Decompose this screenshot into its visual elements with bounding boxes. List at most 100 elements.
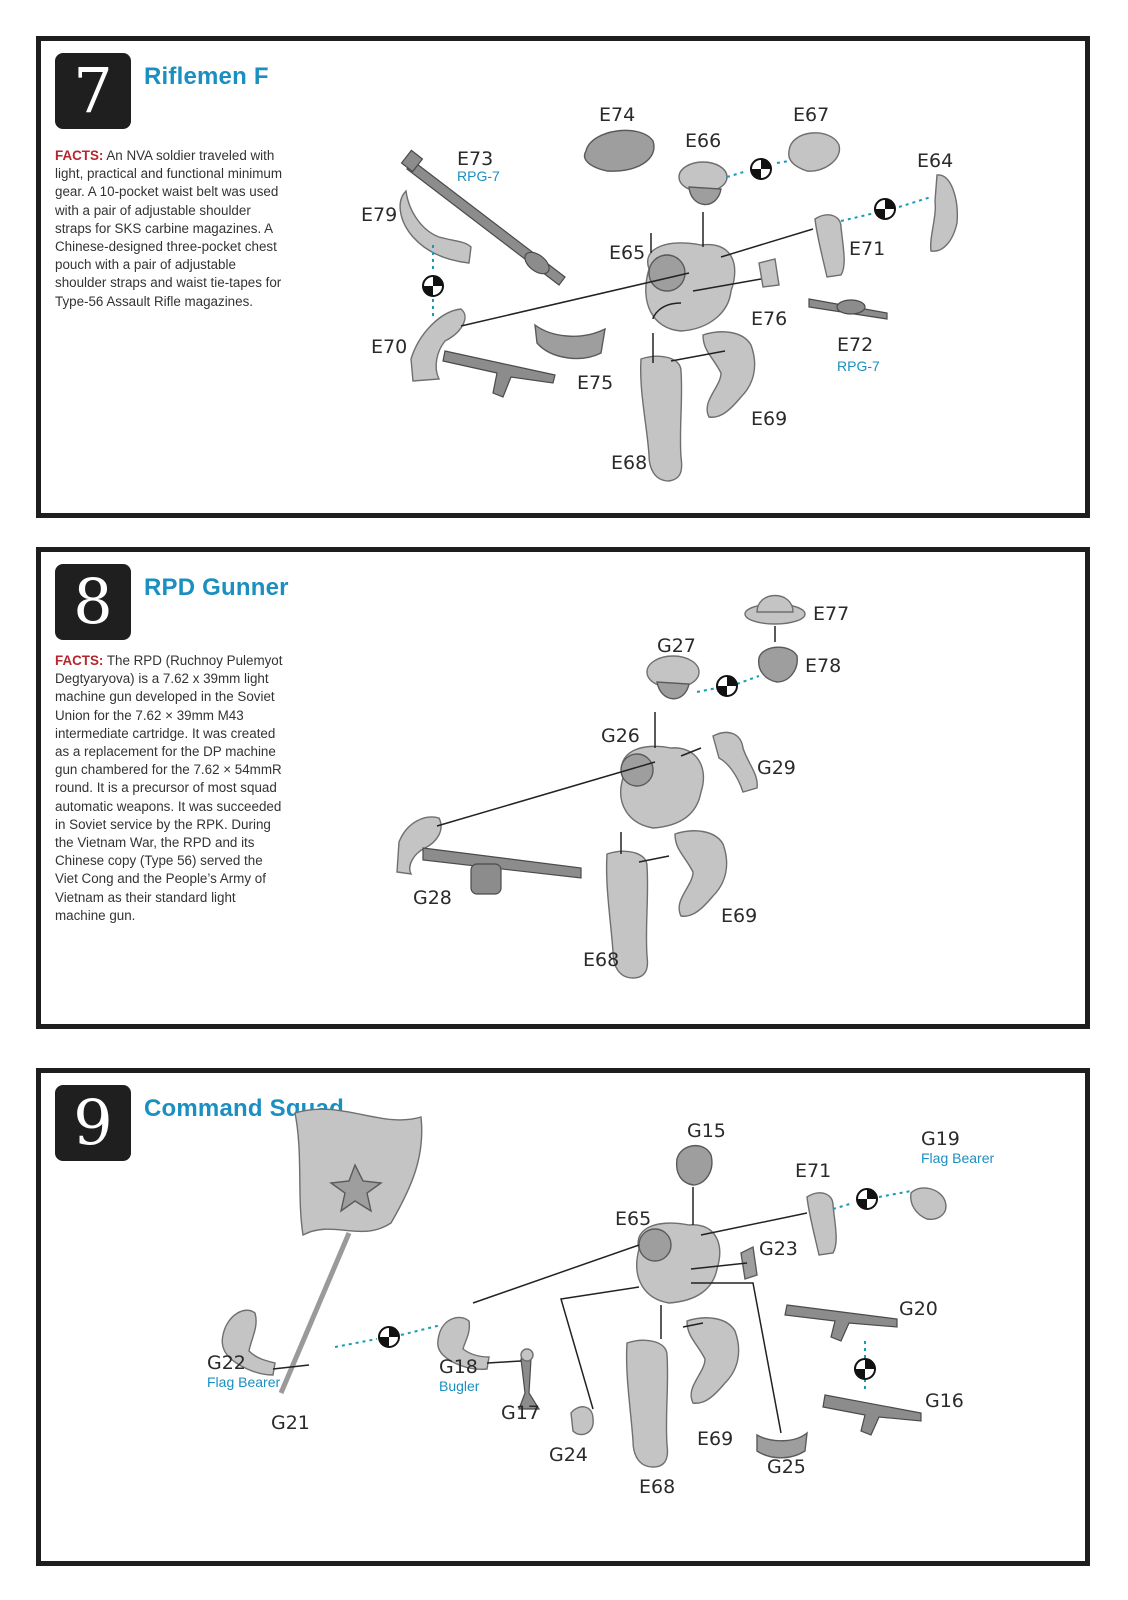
part-label: G26 [601, 725, 640, 747]
part-sublabel: RPG-7 [837, 358, 880, 374]
part-label: G25 [767, 1456, 806, 1478]
part-flag-g21 [278, 1108, 423, 1394]
part-rpd-gun [422, 847, 582, 895]
part-label: E68 [611, 452, 647, 474]
part-head-g15 [675, 1145, 713, 1186]
facts-text: FACTS: An NVA soldier traveled with ligh… [55, 147, 287, 311]
part-sublabel: Flag Bearer [207, 1374, 280, 1390]
part-label: G18 [439, 1356, 478, 1378]
part-label: E70 [371, 336, 407, 358]
part-label: G22 [207, 1352, 246, 1374]
step-8-panel: 8 RPD Gunner FACTS: The RPD (Ruchnoy Pul… [36, 547, 1090, 1029]
part-arm-e71 [814, 214, 845, 278]
facts-body: The RPD (Ruchnoy Pulemyot Degtyaryova) i… [55, 653, 283, 923]
part-arm-e71 [806, 1192, 837, 1256]
part-rifle-g16 [822, 1394, 922, 1436]
part-label: E68 [639, 1476, 675, 1498]
part-belt-g25 [756, 1431, 808, 1459]
facts-label: FACTS: [55, 148, 104, 163]
part-label: E72 [837, 334, 873, 356]
part-e67 [788, 132, 841, 172]
part-label: G28 [413, 887, 452, 909]
part-label: E68 [583, 949, 619, 971]
part-arm-g28 [396, 816, 442, 875]
part-label: G29 [757, 757, 796, 779]
facts-text: FACTS: The RPD (Ruchnoy Pulemyot Degtyar… [55, 652, 287, 925]
part-rifle-e70 [442, 350, 556, 398]
part-label: G17 [501, 1402, 540, 1424]
part-arm-e64 [929, 174, 959, 252]
step-9-panel: 9 Command Squad [36, 1068, 1090, 1566]
facts-body: An NVA soldier traveled with light, prac… [55, 148, 283, 309]
part-label: E64 [917, 150, 953, 172]
part-rifle-g20 [784, 1304, 898, 1342]
step-title: Riflemen F [144, 63, 269, 90]
part-arm-g18 [437, 1316, 490, 1371]
alignment-marker [854, 1358, 876, 1380]
part-sublabel: RPG-7 [457, 168, 500, 184]
part-rpg-e72 [808, 298, 888, 320]
part-leg-e69 [674, 830, 728, 917]
step-number-badge: 7 [55, 53, 131, 129]
assembly-diagram: G15 G19 Flag Bearer E71 E65 G23 G20 G22 … [207, 1108, 994, 1498]
part-head-e66 [678, 161, 728, 206]
part-g23 [740, 1245, 758, 1280]
part-label: G15 [687, 1120, 726, 1142]
alignment-marker [750, 158, 772, 180]
part-label: E71 [849, 238, 885, 260]
part-label: E78 [805, 655, 841, 677]
part-label: G23 [759, 1238, 798, 1260]
part-arm-g29 [712, 731, 758, 793]
part-torso-e65 [636, 1222, 721, 1304]
part-leg-e68 [639, 355, 683, 482]
part-label: E67 [793, 104, 829, 126]
part-bugle-g17 [518, 1348, 541, 1410]
part-label: G27 [657, 635, 696, 657]
part-label: E79 [361, 204, 397, 226]
part-label: E76 [751, 308, 787, 330]
part-label: G24 [549, 1444, 588, 1466]
part-sublabel: Flag Bearer [921, 1150, 994, 1166]
assembly-diagram: E77 G27 E78 G26 G29 G28 E69 E68 [396, 595, 849, 979]
part-label: E74 [599, 104, 635, 126]
step-title: RPD Gunner [144, 574, 289, 601]
part-arm-e70 [410, 308, 466, 382]
facts-label: FACTS: [55, 653, 104, 668]
step-number-badge: 9 [55, 1085, 131, 1161]
part-leg-e68 [625, 1339, 669, 1468]
alignment-marker [422, 275, 444, 297]
part-leg-e68 [605, 850, 649, 979]
part-head-e78 [758, 646, 798, 683]
part-rpg-e73 [400, 149, 566, 286]
part-torso-g26 [620, 745, 705, 829]
part-hat-e77 [744, 595, 806, 625]
part-leg-e69 [686, 1317, 740, 1404]
part-label: E65 [615, 1208, 651, 1230]
part-head-g27 [646, 655, 700, 700]
part-e74 [583, 129, 655, 172]
part-sublabel: Bugler [439, 1378, 480, 1394]
part-label: E73 [457, 148, 493, 170]
alignment-marker [874, 198, 896, 220]
part-arm-e79 [399, 189, 472, 264]
step-number-badge: 8 [55, 564, 131, 640]
part-arm-g22 [221, 1309, 276, 1376]
part-torso [645, 242, 736, 332]
step-7-panel: 7 Riflemen F FACTS: An NVA soldier trave… [36, 36, 1090, 518]
part-e76 [758, 258, 780, 288]
part-e75 [534, 323, 606, 360]
part-hand-g19 [910, 1187, 947, 1220]
part-label: E71 [795, 1160, 831, 1182]
part-label: G20 [899, 1298, 938, 1320]
part-label: E66 [685, 130, 721, 152]
alignment-marker [856, 1188, 878, 1210]
part-label: E69 [697, 1428, 733, 1450]
alignment-marker [378, 1326, 400, 1348]
alignment-marker [716, 675, 738, 697]
part-leg-e69 [702, 331, 756, 418]
part-hand-g24 [570, 1406, 594, 1436]
assembly-diagram: E74 E67 E66 E64 E73 RPG-7 E79 E65 E71 E7… [361, 104, 959, 482]
part-label: G21 [271, 1412, 310, 1434]
part-label: E69 [751, 408, 787, 430]
part-label: E75 [577, 372, 613, 394]
